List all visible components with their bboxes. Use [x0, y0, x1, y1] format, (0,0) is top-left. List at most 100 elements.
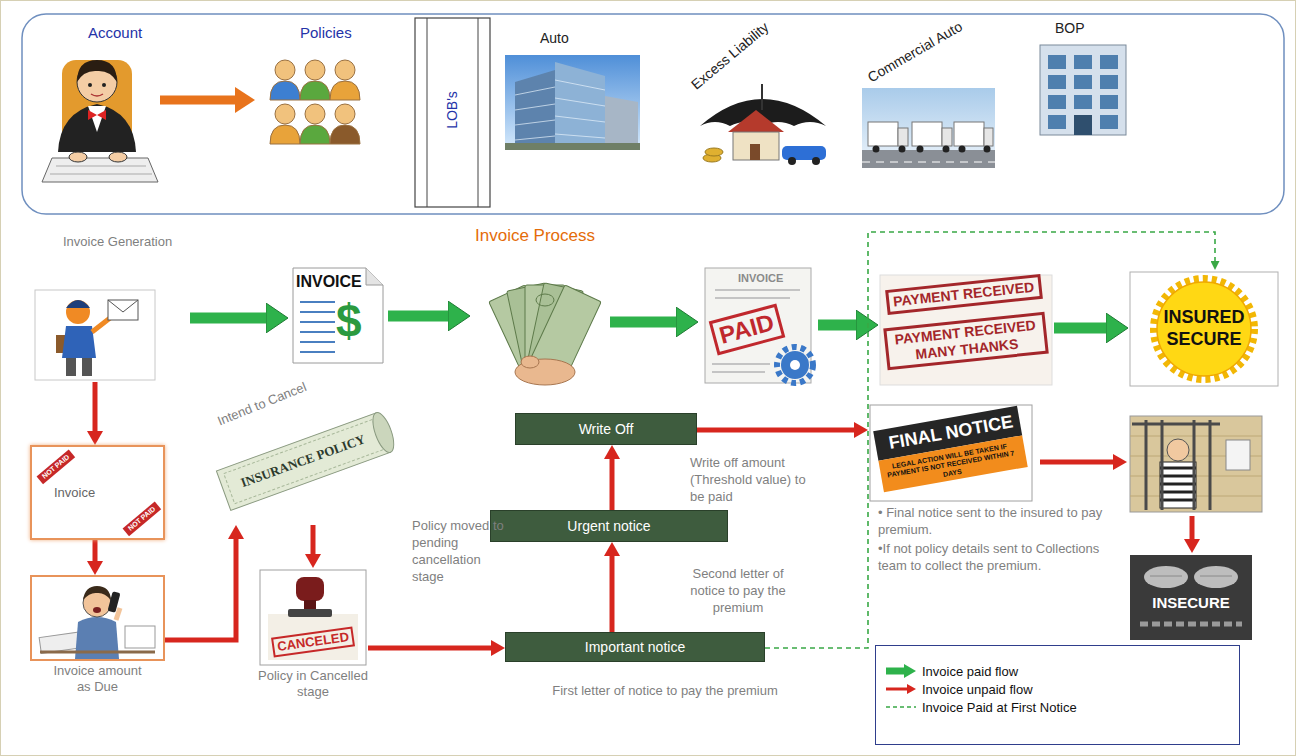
bop-picture: [1100, 115, 1118, 129]
corner-ribbon: NOT PAID: [123, 502, 162, 537]
insured-badge-picture: [1130, 272, 1278, 386]
commercial-auto-picture: [873, 146, 880, 153]
flow-arrow: [1184, 539, 1200, 553]
account-figure: [42, 158, 158, 182]
jail-picture: [1167, 439, 1189, 461]
badge-text: INSURED SECURE: [1151, 307, 1257, 350]
flow-arrow: [368, 646, 492, 651]
lob-caption: Commercial Auto: [865, 18, 966, 86]
policy-scroll-picture: [224, 420, 383, 504]
cancel-stamp-picture: [288, 609, 332, 617]
bop-picture: [1074, 115, 1092, 135]
flow-arrow: [1054, 323, 1107, 334]
paid-invoice-tile: INVOICE PAID: [698, 262, 818, 388]
policies-figure: [275, 60, 295, 80]
commercial-auto-picture: [959, 146, 966, 153]
lob-caption: Excess Liability: [688, 19, 772, 93]
notice-box: Write Off: [515, 413, 697, 445]
note-text: First letter of notice to pay the premiu…: [545, 683, 785, 700]
box-text: Invoice: [54, 485, 95, 501]
flow-arrow: [1184, 516, 1200, 553]
insecure-picture: [1144, 566, 1188, 588]
final-notice-tape: [873, 406, 1028, 492]
mailman-picture: [92, 318, 110, 332]
excess-liability-picture: [782, 146, 826, 160]
icon-caption: Account: [88, 24, 142, 42]
stressed-man-picture: [93, 607, 101, 613]
step-caption: Invoice amount as Due: [45, 663, 150, 694]
flow-arrow: [165, 538, 236, 640]
legend-row: Invoice unpaid flow: [884, 680, 1239, 698]
flow-arrow: [93, 540, 98, 562]
account-figure: [50, 166, 152, 174]
commercial-auto-picture: [862, 150, 995, 168]
auto-picture: [505, 55, 640, 150]
lob-bar-outline: [415, 18, 490, 207]
mailman-picture: [62, 326, 96, 358]
excess-liability-picture: [733, 132, 779, 160]
stamp-text: CANCELED: [271, 626, 355, 657]
stamp-text: PAYMENT RECEIVED: [885, 274, 1042, 315]
flow-arrow: [1040, 460, 1114, 465]
commercial-auto-picture: [917, 146, 924, 153]
policies-figure: [305, 104, 325, 124]
commercial-auto-picture: [954, 122, 984, 146]
flow-arrow: [93, 382, 98, 432]
account-figure: [42, 60, 158, 182]
jail-picture: [1130, 416, 1262, 512]
corner-ribbon: NOT PAID: [37, 450, 76, 485]
excess-liability-picture: [705, 148, 723, 156]
paid-invoice-picture: [781, 351, 809, 379]
excess-liability-picture: [812, 157, 820, 165]
stamp-text: PAID: [709, 304, 785, 356]
invoice-picture: [293, 268, 383, 363]
stressed-man-picture: [125, 626, 155, 648]
legend-line: [886, 668, 905, 675]
jail-picture: [1130, 416, 1262, 512]
scroll-text: INSURANCE POLICY: [239, 431, 368, 490]
mailman-picture: [108, 300, 138, 312]
auto-picture: [505, 143, 640, 150]
bop-picture: [1100, 55, 1118, 69]
insured-badge-tile: INSURED SECURE: [1128, 270, 1280, 388]
step-caption: Intend to Cancel: [215, 379, 309, 429]
note-text: Write off amount (Threshold value) to be…: [690, 455, 808, 506]
note-text: Second letter of notice to pay the premi…: [676, 566, 800, 617]
bop-picture: [1074, 75, 1092, 89]
note-text: Policy moved to pending cancellation sta…: [412, 518, 512, 586]
bop-picture: [1040, 45, 1126, 135]
insured-badge-picture: [1130, 272, 1278, 386]
policies-figure: [330, 125, 360, 144]
document-heading: INVOICE: [738, 272, 783, 285]
lob-bar-outline: [427, 18, 428, 207]
lob-caption: Auto: [540, 30, 569, 47]
flow-arrow: [388, 311, 449, 322]
paid-invoice-picture: [705, 268, 813, 383]
bop-picture: [1100, 75, 1118, 89]
dollar-sign: $: [336, 294, 362, 349]
excess-liability-picture: [700, 84, 826, 165]
policies-figure: [270, 60, 360, 144]
due-invoice-tile: Invoice amount as Due: [30, 575, 165, 697]
dashed-flow-arrow: [765, 232, 1215, 648]
section-heading: Invoice Process: [475, 226, 595, 246]
legend-arrowhead: [904, 664, 916, 678]
stressed-man-picture: [83, 586, 111, 600]
legend-line: [886, 688, 908, 691]
final-notice-picture: [870, 405, 1032, 501]
insecure-picture: [1150, 576, 1232, 577]
bar-caption: LOB's: [444, 91, 461, 129]
notice-box: Important notice: [505, 632, 765, 662]
commercial-auto-picture: [984, 128, 993, 146]
lob-tile: Auto: [500, 25, 640, 155]
cancel-stamp-tile: CANCELEDPolicy in Cancelled stage: [258, 568, 368, 702]
cancel-stamp-picture: [296, 577, 324, 601]
insecure-picture: [1130, 555, 1252, 640]
account-figure: [109, 152, 127, 162]
stamp-text: PAYMENT RECEIVED MANY THANKS: [883, 312, 1048, 370]
legend-sample: [884, 700, 918, 714]
invoice-picture: [293, 268, 383, 363]
policies-figure: [305, 60, 325, 80]
lob-bar-outline: [415, 18, 490, 207]
